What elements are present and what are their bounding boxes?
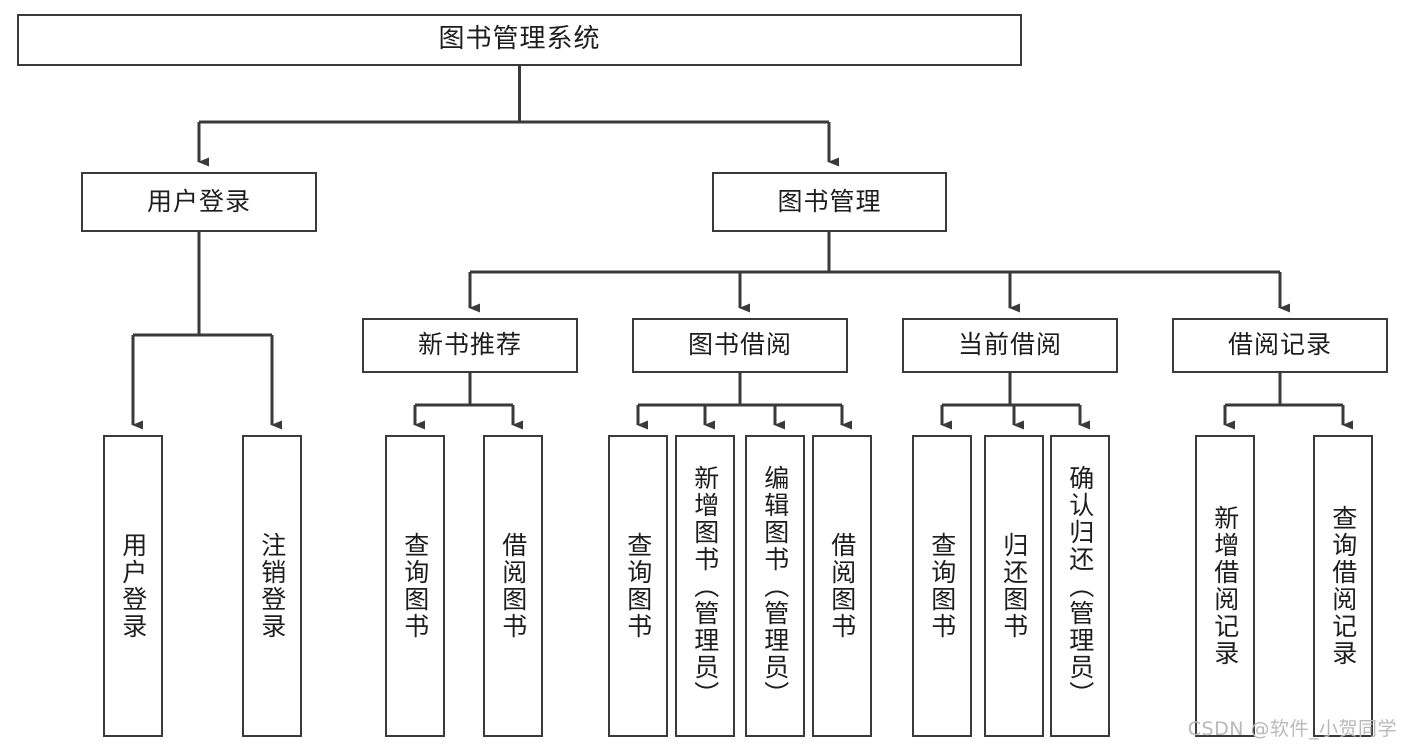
leaf-current-confirm-return-admin[interactable]: 确认归还（管理员） — [1050, 435, 1110, 737]
node-label: 新增图书（管理员） — [690, 464, 720, 708]
node-label: 归还图书 — [999, 532, 1029, 640]
node-label: 注销登录 — [257, 532, 287, 640]
node-user-login[interactable]: 用户登录 — [81, 172, 317, 232]
node-root-system[interactable]: 图书管理系统 — [17, 14, 1022, 66]
node-borrow-record[interactable]: 借阅记录 — [1172, 318, 1388, 373]
leaf-logout[interactable]: 注销登录 — [242, 435, 302, 737]
node-label: 用户登录 — [146, 186, 251, 216]
node-label: 借阅图书 — [827, 532, 857, 640]
leaf-current-return-book[interactable]: 归还图书 — [984, 435, 1044, 737]
leaf-recommend-borrow-book[interactable]: 借阅图书 — [483, 435, 543, 737]
node-label: 查询借阅记录 — [1328, 505, 1358, 667]
leaf-record-add-record[interactable]: 新增借阅记录 — [1195, 435, 1255, 737]
node-current-borrow[interactable]: 当前借阅 — [902, 318, 1118, 373]
leaf-borrow-add-book-admin[interactable]: 新增图书（管理员） — [675, 435, 735, 737]
node-label: 新增借阅记录 — [1210, 505, 1240, 667]
node-book-management[interactable]: 图书管理 — [712, 172, 947, 232]
leaf-borrow-query-book[interactable]: 查询图书 — [608, 435, 668, 737]
node-label: 查询图书 — [623, 532, 653, 640]
node-label: 图书管理系统 — [438, 24, 601, 55]
node-label: 图书借阅 — [687, 330, 792, 360]
leaf-borrow-borrow-book[interactable]: 借阅图书 — [812, 435, 872, 737]
node-label: 确认归还（管理员） — [1065, 464, 1095, 708]
node-label: 图书管理 — [777, 186, 882, 216]
watermark: CSDN @软件_小贺同学 — [1187, 718, 1397, 740]
node-label: 查询图书 — [400, 532, 430, 640]
leaf-borrow-edit-book-admin[interactable]: 编辑图书（管理员） — [745, 435, 805, 737]
node-label: 查询图书 — [927, 532, 957, 640]
node-label: 编辑图书（管理员） — [760, 464, 790, 708]
leaf-user-login[interactable]: 用户登录 — [103, 435, 163, 737]
node-label: 当前借阅 — [957, 330, 1062, 360]
node-label: 新书推荐 — [417, 330, 522, 360]
leaf-current-query-book[interactable]: 查询图书 — [912, 435, 972, 737]
node-label: 借阅记录 — [1227, 330, 1332, 360]
node-new-book-recommend[interactable]: 新书推荐 — [362, 318, 578, 373]
leaf-recommend-query-book[interactable]: 查询图书 — [385, 435, 445, 737]
node-label: 借阅图书 — [498, 532, 528, 640]
leaf-record-query-record[interactable]: 查询借阅记录 — [1313, 435, 1373, 737]
node-label: 用户登录 — [118, 532, 148, 640]
node-book-borrow[interactable]: 图书借阅 — [632, 318, 848, 373]
